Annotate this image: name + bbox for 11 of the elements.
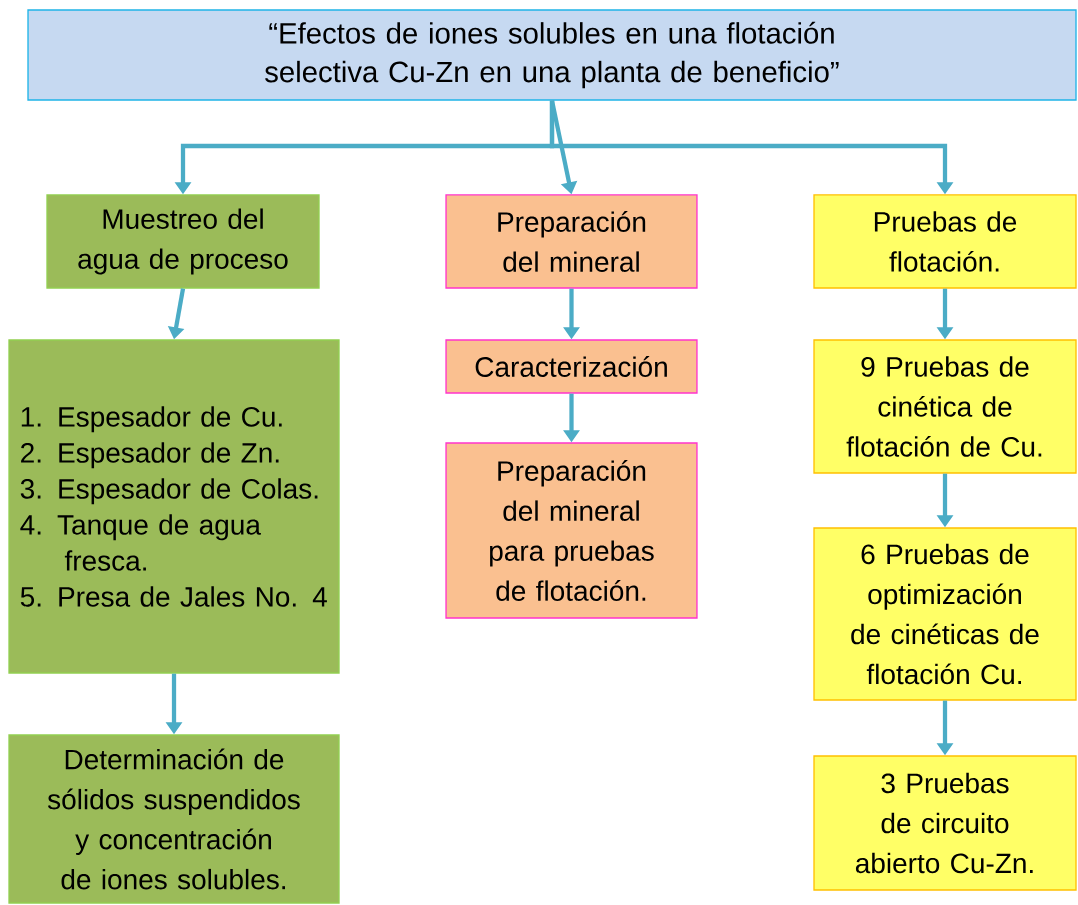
process-box: Preparación del mineral para pruebas de flotación. [445,442,698,619]
process-box: 6 Pruebas de optimización de cinéticas de flotación Cu. [813,527,1077,701]
process-box: 3 Pruebas de circuito abierto Cu-Zn. [813,755,1077,891]
process-box: Pruebas de flotación. [813,194,1077,289]
process-box: Caracterización [445,339,698,394]
process-box: Preparación del mineral [445,194,698,289]
list-box: 1. Espesador de Cu. 2. Espesador de Zn. 3. Espesador de Colas. 4. Tanque de agua fresca. 5. Presa de Jales No. 4 [8,339,340,674]
process-box: 9 Pruebas de cinética de flotación de Cu. [813,339,1077,474]
title-box: “Efectos de iones solubles en una flotación selectiva Cu-Zn en una planta de beneficio” [27,9,1077,101]
process-box: Determinación de sólidos suspendidos y concentración de iones solubles. [8,734,340,904]
process-box: Muestreo del agua de proceso [46,194,320,289]
